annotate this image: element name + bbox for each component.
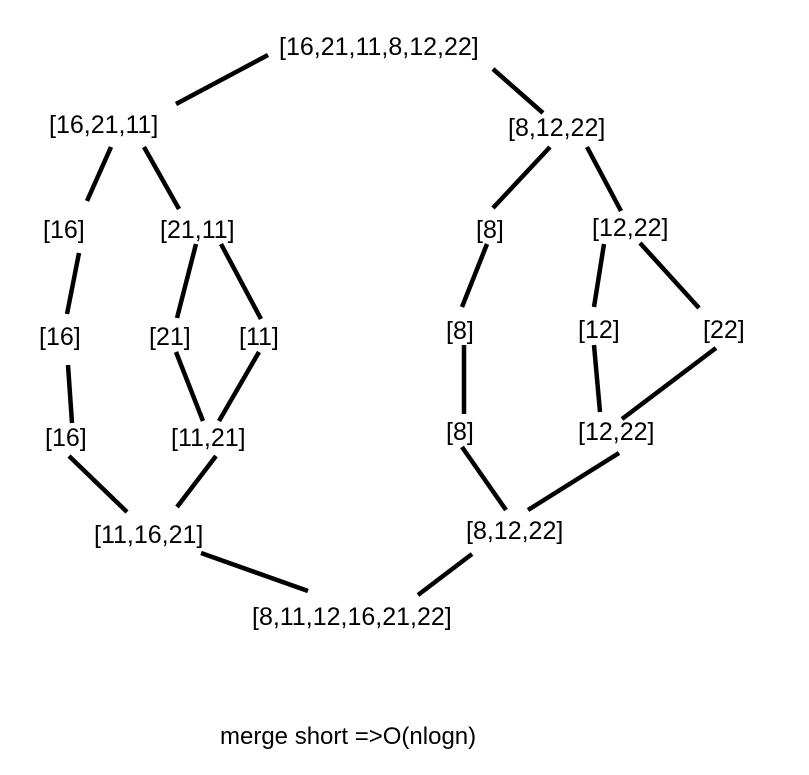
edge-r1-r2a (491, 145, 552, 210)
node-layer: [16,21,11,8,12,22] [16,21,11] [8,12,22] [16… (39, 33, 745, 631)
node-l4b: [11,21] (171, 424, 246, 452)
edge-r2b-r3c (638, 241, 701, 310)
edge-l3c-l4b (217, 350, 261, 423)
edge-l3b-l4b (173, 351, 206, 422)
node-r5: [8,12,22] (466, 517, 563, 545)
node-l3a: [16] (39, 323, 81, 351)
edge-l4a-l5 (67, 454, 129, 514)
edge-r2a-r3a (459, 243, 490, 308)
edge-layer (64, 53, 718, 597)
edge-r5-final (416, 552, 474, 597)
node-l2a: [16] (43, 216, 85, 244)
edge-l2a-l3a (64, 252, 82, 315)
node-r3b: [12] (578, 316, 620, 344)
edge-r2b-r3b (591, 243, 607, 308)
edge-l2b-l3c (219, 242, 263, 321)
node-final: [8,11,12,16,21,22] (252, 603, 452, 631)
edge-r3b-r4b (591, 344, 603, 413)
node-l1: [16,21,11] (49, 111, 158, 139)
node-l2b: [21,11] (160, 216, 235, 244)
edge-r4b-r5 (526, 451, 621, 512)
edge-r4a-r5 (460, 445, 508, 512)
node-l3c: [11] (239, 323, 279, 351)
edge-l1-l2a (84, 146, 114, 202)
edge-l2b-l3b (174, 243, 199, 319)
edge-r3c-r4b (620, 346, 718, 421)
edge-l1-l2b (142, 145, 181, 211)
node-r2b: [12,22] (592, 214, 668, 242)
node-r4b: [12,22] (578, 418, 654, 446)
edge-root-r1 (491, 67, 545, 115)
node-l5: [11,16,21] (94, 521, 203, 549)
edge-root-l1 (174, 53, 270, 106)
edge-r1-r2b (585, 145, 623, 213)
node-root: [16,21,11,8,12,22] (279, 33, 479, 61)
node-l3b: [21] (149, 323, 191, 351)
node-r4a: [8] (446, 418, 474, 446)
node-l4a: [16] (45, 424, 87, 452)
edge-l4b-l5 (175, 454, 218, 509)
node-r2a: [8] (476, 216, 504, 244)
node-r3c: [22] (703, 316, 745, 344)
edge-l3a-l4a (65, 364, 75, 424)
node-r3a: [8] (446, 317, 474, 345)
diagram-caption: merge short =>O(nlogn) (220, 723, 476, 750)
node-r1: [8,12,22] (508, 114, 605, 142)
edge-l5-final (200, 550, 309, 594)
